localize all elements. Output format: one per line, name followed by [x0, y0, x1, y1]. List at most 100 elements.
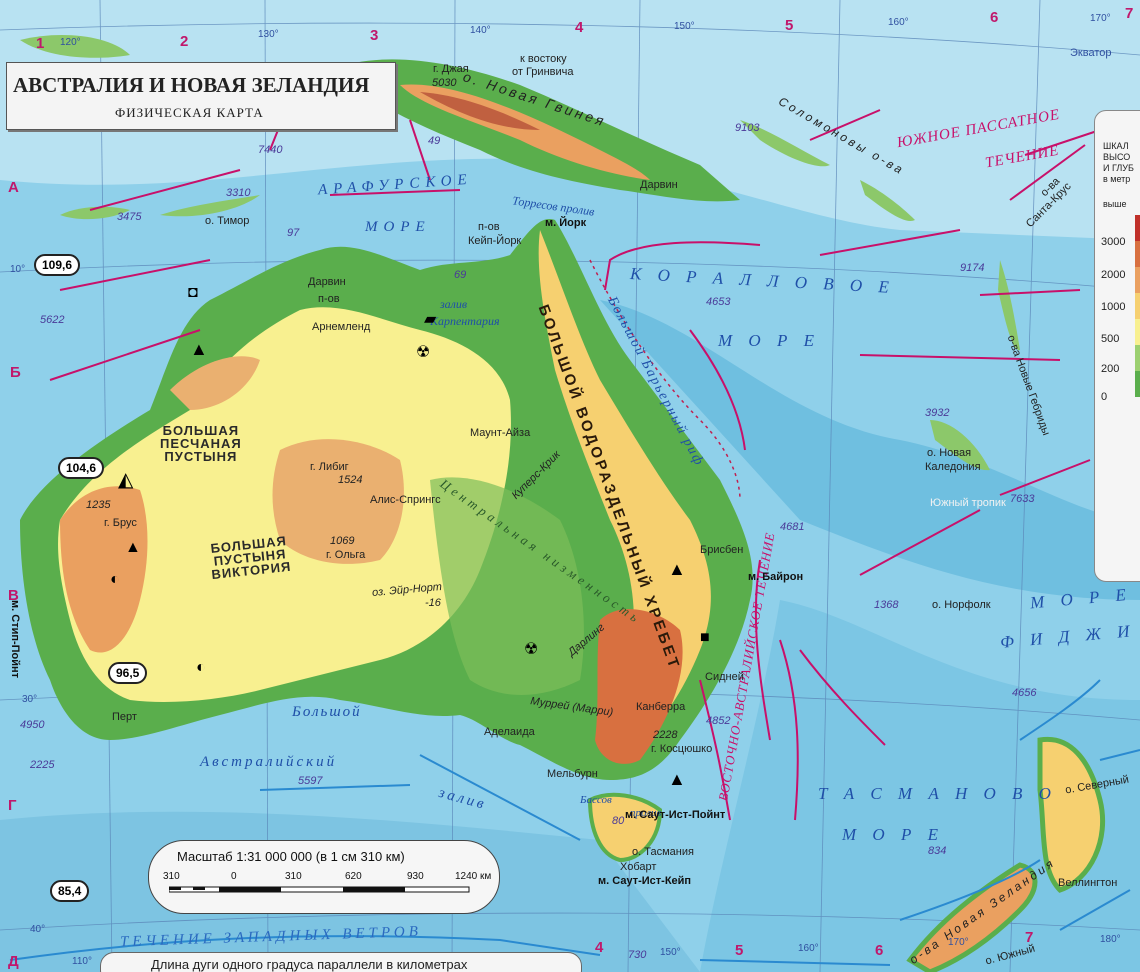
sea-tasman-1: Т А С М А Н О В О: [818, 784, 1057, 803]
depth-730: 730: [628, 949, 647, 961]
parallel-length-40: 85,4: [50, 880, 90, 902]
place-adelaide: Аделаида: [484, 726, 535, 738]
grid-col-4: 4: [575, 19, 584, 36]
legend-color-step: [1135, 319, 1140, 345]
grid-col-7: 7: [1125, 5, 1134, 22]
elevation-legend: ШКАЛ ВЫСО И ГЛУБ в метр выше 3000 2000 1…: [1094, 110, 1140, 582]
place-york-peninsula-2: Кейп-Йорк: [468, 235, 522, 247]
longitude-160-bottom: 160°: [798, 943, 819, 954]
place-steep-point: м. Стип-Пойнт: [9, 600, 21, 679]
scale-tick-3: 310: [285, 871, 302, 882]
mineral-square-icon: ◘: [188, 284, 198, 301]
grid-row-d: Д: [8, 953, 19, 970]
label-greenwich-2: от Гринвича: [512, 66, 574, 78]
hamersley-upland: [60, 486, 148, 653]
longitude-170-bottom: 170°: [948, 937, 969, 948]
depth-80: 80: [612, 815, 625, 827]
depth-4656: 4656: [1012, 687, 1037, 699]
legend-above: выше: [1103, 199, 1127, 209]
sea-bight-1: Большой: [292, 704, 362, 720]
south-island: [906, 862, 1038, 972]
place-canberra: Канберра: [636, 701, 686, 713]
longitude-150-bottom: 150°: [660, 947, 681, 958]
sea-arafura-2: МОРЕ: [365, 219, 431, 235]
height-eyre: -16: [425, 597, 441, 609]
place-liebig: г. Либиг: [310, 461, 349, 473]
longitude-150: 150°: [674, 21, 695, 32]
depth-9174: 9174: [960, 262, 985, 274]
place-hobart: Хобарт: [620, 861, 657, 873]
map-subtitle: ФИЗИЧЕСКАЯ КАРТА: [115, 105, 264, 120]
legend-color-step: [1135, 345, 1140, 371]
depth-3932: 3932: [925, 407, 950, 419]
place-norfolk: о. Норфолк: [932, 599, 991, 611]
legend-tick-0: 0: [1101, 391, 1108, 403]
place-darwin: Дарвин: [308, 276, 346, 288]
scale-tick-5: 930: [407, 871, 424, 882]
legend-tick-500: 500: [1101, 333, 1120, 345]
grid-row-a: А: [8, 179, 19, 196]
place-olga: г. Ольга: [326, 549, 366, 561]
legend-tick-200: 200: [1101, 363, 1120, 375]
latitude-10: 10°: [10, 264, 26, 275]
legend-tick-1000: 1000: [1101, 301, 1126, 313]
depth-4852: 4852: [706, 715, 731, 727]
southern-tropic: Южный тропик: [930, 497, 1006, 509]
tasmania-island: [587, 792, 663, 863]
depth-834: 834: [928, 845, 947, 857]
grid-col-6-bottom: 6: [875, 942, 884, 959]
grid-col-5-bottom: 5: [735, 942, 744, 959]
legend-title-line-3: И ГЛУБ: [1103, 163, 1134, 173]
height-liebig: 1524: [338, 474, 363, 486]
depth-9103: 9103: [735, 122, 760, 134]
place-jaya: г. Джая: [433, 63, 469, 75]
place-se-point: м. Саут-Ист-Пойнт: [625, 809, 726, 821]
place-arnhem-2: Арнемленд: [312, 321, 371, 333]
place-cape-york: м. Йорк: [545, 217, 587, 229]
solomon-islands: [740, 120, 830, 167]
depth-1368: 1368: [874, 599, 899, 611]
kimberley-upland: [170, 356, 260, 410]
place-se-cape: м. Саут-Ист-Кейп: [598, 875, 692, 887]
place-york-peninsula-1: п-ов: [478, 221, 500, 233]
place-new-caledonia-2: Каледония: [925, 461, 981, 473]
footnote-box: Длина дуги одного градуса параллели в ки…: [100, 952, 582, 972]
mineral-triangle-icon: ▲: [668, 769, 686, 789]
central-lowland: [430, 477, 584, 695]
legend-color-step: [1135, 293, 1140, 319]
place-darwin-ng: Дарвин: [640, 179, 678, 191]
gulf-carpentaria-2: Карпентария: [430, 314, 500, 328]
grid-col-6: 6: [990, 9, 999, 26]
longitude-160: 160°: [888, 17, 909, 28]
longitude-180-bottom: 180°: [1100, 934, 1121, 945]
bass-strait-2: пролив: [630, 807, 662, 819]
solomon-islands-east: [860, 180, 915, 221]
radiation-icon: ☢: [416, 344, 431, 361]
map-title-box: АВСТРАЛИЯ И НОВАЯ ЗЕЛАНДИЯ ФИЗИЧЕСКАЯ КА…: [6, 62, 396, 130]
grid-col-2: 2: [180, 33, 189, 50]
legend-title-line-2: ВЫСО: [1103, 152, 1131, 162]
legend-color-step: [1135, 267, 1140, 293]
grid-col-7-bottom: 7: [1025, 929, 1034, 946]
scale-box: Масштаб 1:31 000 000 (в 1 см 310 км) 310…: [148, 840, 500, 914]
australian-alps: [595, 609, 683, 764]
macdonnell-upland: [272, 439, 404, 564]
height-kosciuszko: 2228: [653, 729, 678, 741]
place-melbourne: Мельбурн: [547, 768, 598, 780]
mineral-halfcircle-icon: ◐: [196, 659, 206, 676]
depth-97: 97: [287, 227, 300, 239]
timor-island: [160, 195, 260, 217]
cold-currents: [9, 679, 1140, 966]
mineral-halfcircle-icon: ◐: [110, 571, 120, 588]
gulf-carpentaria-1: залив: [440, 297, 468, 311]
coal-icon: ▰: [424, 311, 437, 328]
bass-strait-1: Бассов: [580, 794, 612, 806]
place-timor: о. Тимор: [205, 215, 250, 227]
height-olga: 1069: [330, 535, 355, 547]
longitude-170: 170°: [1090, 13, 1111, 24]
depth-7633: 7633: [1010, 493, 1035, 505]
place-alice-springs: Алис-Спрингс: [370, 494, 441, 506]
legend-title-line-1: ШКАЛ: [1103, 141, 1129, 151]
place-new-caledonia-1: о. Новая: [927, 447, 972, 459]
